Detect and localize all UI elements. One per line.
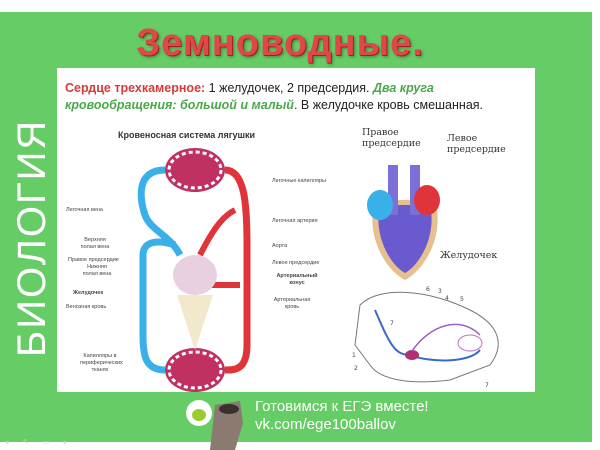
label-arterial-blood: Артериальная кровь <box>273 297 311 310</box>
label-aorta: Аорта <box>272 243 288 249</box>
intro-text: Сердце трехкамерное: 1 желудочек, 2 пред… <box>65 80 525 114</box>
label-left-atrium-2: Левое предсердие <box>447 133 506 155</box>
label-pulmonary-vein: Легочная вена <box>66 207 103 213</box>
frog-number: 7 <box>390 320 394 327</box>
label-pulmonary-capillaries: Легочные капилляры <box>272 178 326 184</box>
mascot-image <box>186 400 243 450</box>
label-peripheral-capillaries: Капилляры в периферических тканях <box>80 353 123 373</box>
frog-diagram: 1 2 3 4 5 6 7 7 <box>352 286 499 389</box>
label-arterial-cone: Артериальный конус <box>276 273 318 286</box>
intro-circles: Два круга кровообращения: большой и малы… <box>65 81 434 112</box>
content-panel: Сердце трехкамерное: 1 желудочек, 2 пред… <box>57 68 535 392</box>
side-label: БИОЛОГИЯ <box>10 118 54 357</box>
slide-title: Земноводные. <box>136 22 424 64</box>
footer-text: Готовимся к ЕГЭ вместе! vk.com/ege100bal… <box>255 398 429 434</box>
slide-nav-icons[interactable]: ◂ ✎ ▭ ▸ <box>5 438 74 446</box>
footer-slogan: Готовимся к ЕГЭ вместе! <box>255 398 429 415</box>
frog-number: 5 <box>460 296 464 303</box>
label-pulmonary-artery: Легочная артерия <box>272 218 318 224</box>
label-inferior-vena-cava: Нижняя полая вена <box>82 264 112 277</box>
frog-number: 4 <box>445 295 449 302</box>
slide: Земноводные. БИОЛОГИЯ Сердце трехкамерно… <box>0 12 592 442</box>
frog-number: 3 <box>438 288 442 295</box>
label-superior-vena-cava: Верхняя полая вена <box>80 237 110 250</box>
label-right-atrium-2: Правое предсердие <box>362 127 421 149</box>
label-ventricle-2: Желудочек <box>440 250 498 261</box>
intro-mixed: . В желудочке кровь смешанная. <box>293 98 484 112</box>
frog-number: 6 <box>426 286 430 293</box>
frog-number: 1 <box>352 352 356 359</box>
intro-heart: Сердце трехкамерное: <box>65 81 206 95</box>
frog-number: 2 <box>354 365 358 372</box>
footer-link[interactable]: vk.com/ege100ballov <box>255 416 396 433</box>
diagram-title: Кровеносная система лягушки <box>118 130 256 140</box>
heart-diagram <box>367 165 440 280</box>
label-left-atrium: Левое предсердие <box>272 260 320 266</box>
label-ventricle: Желудочек <box>73 290 104 296</box>
label-right-atrium: Правое предсердие <box>68 257 119 263</box>
intro-chambers: 1 желудочек, 2 предсердия. <box>205 81 373 95</box>
circulation-diagram <box>137 148 251 392</box>
frog-number: 7 <box>485 382 489 389</box>
label-venous-blood: Венозная кровь <box>66 304 107 310</box>
